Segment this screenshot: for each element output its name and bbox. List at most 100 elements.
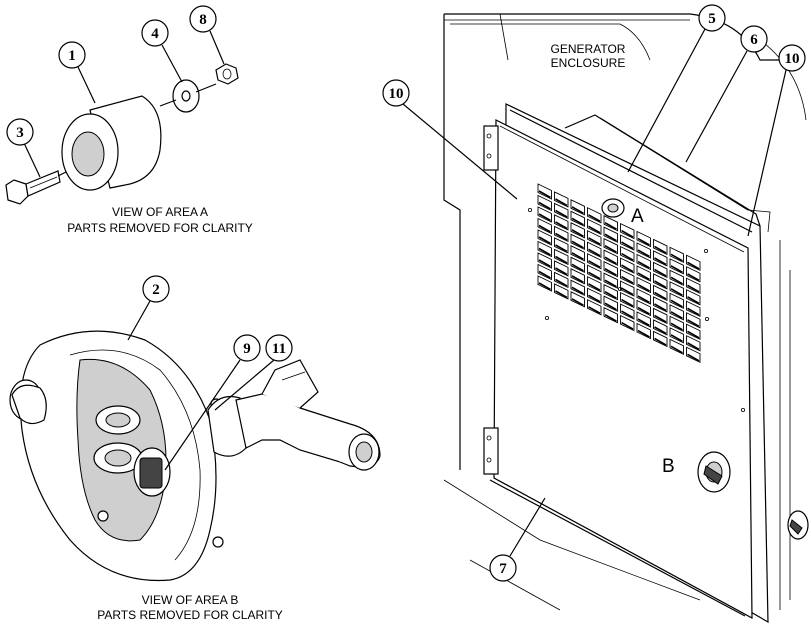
vent-louver-shadow xyxy=(637,306,650,315)
callout-4-text: 4 xyxy=(151,26,159,42)
centerline-a3 xyxy=(195,83,217,93)
vent-louver-shadow xyxy=(604,302,617,311)
vent-louver-shadow xyxy=(654,303,667,312)
centerline-a2 xyxy=(159,99,177,107)
leader-11 xyxy=(214,359,275,411)
vent-louver-shadow xyxy=(571,229,584,238)
vent-louver-shadow xyxy=(604,244,617,253)
callout-1 xyxy=(58,41,86,69)
leader-10-left xyxy=(402,103,518,200)
view-b-caption-line1: VIEW OF AREA B xyxy=(142,593,239,607)
vent-louver-shadow xyxy=(654,245,667,254)
vent-louver-shadow xyxy=(604,290,617,299)
vent-louver-shadow xyxy=(588,248,601,257)
vent-louver-shadow xyxy=(555,278,568,287)
area-a-letter: A xyxy=(631,206,644,227)
vent-louver-shadow xyxy=(687,330,700,339)
vent-louver-shadow xyxy=(637,249,650,258)
callout-8-text: 8 xyxy=(199,12,207,28)
vent-louver-shadow xyxy=(654,257,667,266)
vent-louver-shadow xyxy=(588,283,601,291)
vent-louver-shadow xyxy=(637,283,650,292)
callout-8 xyxy=(189,5,217,33)
vent-louver-shadow xyxy=(588,294,601,303)
vent-louver-shadow xyxy=(670,253,683,262)
callout-3 xyxy=(6,118,34,146)
callout-2 xyxy=(142,275,170,303)
vent-louver-shadow xyxy=(670,322,683,331)
leader-3 xyxy=(23,142,41,178)
key-slot xyxy=(139,457,163,489)
callout-11-text: 11 xyxy=(272,341,286,357)
vent-louver-shadow xyxy=(621,298,634,307)
view-a-caption-line1: VIEW OF AREA A xyxy=(112,205,208,219)
vent-louver-shadow xyxy=(621,287,634,296)
vent-louver-shadow xyxy=(621,252,634,261)
screw-1 xyxy=(97,510,109,522)
vent-louver-shadow xyxy=(654,268,667,277)
vent-louver-shadow xyxy=(637,329,650,338)
enclosure-top xyxy=(444,13,800,61)
callout-10-left xyxy=(382,79,410,107)
leader-10-right xyxy=(747,69,787,237)
callout-4 xyxy=(141,19,169,47)
upper-hinge xyxy=(483,125,499,171)
latch-knob xyxy=(9,379,47,425)
vent-louver-shadow xyxy=(588,214,601,222)
vent-louver-shadow xyxy=(588,306,601,314)
vent-grille xyxy=(537,183,701,363)
callout-7 xyxy=(489,554,517,582)
door-screws xyxy=(528,207,746,412)
vent-louver-shadow xyxy=(654,291,667,300)
vent-louver-shadow xyxy=(538,282,551,291)
leader-1 xyxy=(77,66,96,104)
enclosure-left-edge xyxy=(443,14,461,470)
latch-shaft xyxy=(207,359,381,471)
leader-9 xyxy=(164,359,241,471)
leader-8 xyxy=(209,30,225,65)
vent-louver-shadow xyxy=(637,318,650,327)
vent-louver-shadow xyxy=(621,310,634,319)
vent-louver-shadow xyxy=(670,276,683,285)
vent-louver-shadow xyxy=(538,270,551,279)
vent-louver-shadow xyxy=(588,237,601,245)
vent-louver-shadow xyxy=(538,259,551,268)
area-b-letter: B xyxy=(662,456,675,477)
view-area-b: 2 9 11 VIEW OF AREA B PARTS REMOVED FOR … xyxy=(9,275,381,622)
callout-10-left-text: 10 xyxy=(389,86,404,102)
leader-2 xyxy=(127,300,151,341)
vent-louver-shadow xyxy=(571,217,584,226)
vent-louver-shadow xyxy=(555,267,568,276)
latch-ring-upper-hole xyxy=(105,412,131,428)
vent-louver-shadow xyxy=(637,295,650,304)
vent-louver-shadow xyxy=(621,241,634,250)
vent-louver-shadow xyxy=(621,229,634,238)
vent-louver-shadow xyxy=(588,271,601,280)
vent-louver-shadow xyxy=(637,272,650,281)
vent-louver-shadow xyxy=(571,298,584,307)
vent-louver-shadow xyxy=(687,273,700,281)
vent-louver-shadow xyxy=(538,190,551,199)
callout-5-text: 5 xyxy=(708,11,716,27)
vent-louver-shadow xyxy=(571,286,584,295)
vent-louver-shadow xyxy=(538,224,551,233)
screw-3 xyxy=(212,536,224,548)
vent-louver-shadow xyxy=(555,221,568,230)
vent-louver-shadow xyxy=(687,296,700,304)
callout-9-text: 9 xyxy=(243,341,251,357)
washer xyxy=(172,79,200,113)
nut xyxy=(215,63,239,85)
door-panel xyxy=(493,119,753,620)
generator-enclosure: A B GENERATOR ENCLOSURE 5 6 xyxy=(382,4,809,624)
callout-3-text: 3 xyxy=(16,125,24,141)
bushing xyxy=(61,95,162,191)
vent-louver-shadow xyxy=(687,261,700,270)
vent-louver-shadow xyxy=(604,221,617,230)
latch-rim xyxy=(69,349,201,561)
vent-louver-shadow xyxy=(687,307,700,316)
vent-louver-shadow xyxy=(571,263,584,272)
vent-louver-shadow xyxy=(621,275,634,284)
vent-louver-shadow xyxy=(637,260,650,269)
vent-louver-shadow xyxy=(538,236,551,245)
